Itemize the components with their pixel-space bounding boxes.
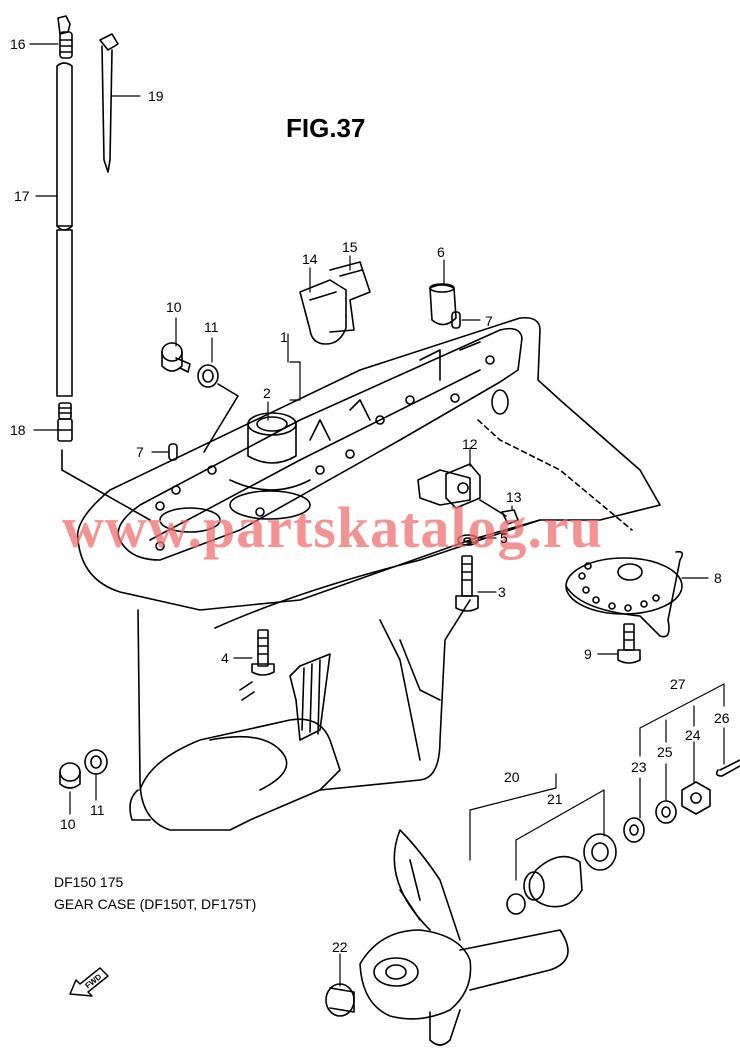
part-6-cap	[429, 283, 457, 326]
part-7-dowel-pin-upper	[451, 311, 461, 329]
callout-3: 3	[498, 584, 506, 600]
part-23-washer	[623, 817, 645, 843]
watermark: www.partskatalog.ru	[62, 495, 604, 560]
part-10-plug-lower	[59, 762, 81, 789]
leader-11	[203, 383, 239, 453]
part-11-washer-upper	[197, 364, 219, 388]
callout-16: 16	[10, 36, 26, 52]
caption-name: GEAR CASE (DF150T, DF175T)	[54, 896, 257, 912]
part-20-propeller	[359, 829, 569, 1046]
fwd-arrow-icon: FWD	[69, 967, 109, 997]
part-13-screw	[479, 499, 519, 525]
callout-10-upper: 10	[166, 299, 182, 315]
callout-15: 15	[342, 239, 358, 255]
part-16-tube-end	[57, 15, 73, 59]
callout-12: 12	[462, 436, 478, 452]
callout-7-left: 7	[136, 444, 144, 460]
callout-2: 2	[263, 385, 271, 401]
callout-20: 20	[504, 769, 520, 785]
figure-title: FIG.37	[286, 113, 366, 143]
callout-8: 8	[714, 570, 722, 586]
part-7-dowel-pin-left	[168, 443, 178, 461]
callout-19: 19	[148, 88, 164, 104]
callout-1: 1	[280, 329, 288, 345]
part-22-thrust-washer	[325, 983, 355, 1017]
part-4-bolt	[251, 629, 275, 676]
callout-11-lower: 11	[90, 802, 105, 818]
callout-25: 25	[657, 744, 673, 760]
callout-17: 17	[14, 188, 30, 204]
part-26-cotter-pin	[715, 759, 740, 777]
part-25-washer	[655, 800, 677, 824]
callout-10-lower: 10	[60, 816, 76, 832]
leader-lines	[29, 43, 725, 987]
part-14-plate	[299, 279, 347, 345]
callout-7-upper: 7	[485, 313, 493, 329]
part-11-washer-lower	[84, 749, 108, 775]
part-9-bolt	[617, 623, 641, 664]
callout-11-upper: 11	[204, 319, 219, 335]
part-3-bolt	[455, 555, 479, 612]
callout-23: 23	[631, 759, 647, 775]
part-8-trim-tab	[565, 550, 684, 638]
callout-18: 18	[10, 422, 26, 438]
gear-case-housing	[61, 316, 661, 831]
part-21-spacer	[506, 833, 617, 915]
part-17-water-tube	[56, 62, 73, 397]
callout-6: 6	[437, 244, 445, 260]
part-15-clip	[329, 261, 371, 333]
callout-24: 24	[685, 727, 701, 743]
callout-21: 21	[547, 791, 563, 807]
callout-9: 9	[584, 646, 592, 662]
deck-holes	[155, 341, 495, 551]
caption-model: DF150 175	[54, 874, 124, 890]
part-5-washer	[457, 534, 479, 546]
callout-22: 22	[332, 939, 348, 955]
part-10-plug-upper	[161, 342, 191, 373]
callout-5: 5	[500, 530, 508, 546]
callout-27: 27	[670, 676, 686, 692]
callout-26: 26	[714, 710, 730, 726]
part-24-nut	[681, 781, 711, 815]
callout-4: 4	[221, 650, 229, 666]
callout-13: 13	[506, 489, 522, 505]
callout-14: 14	[302, 251, 318, 267]
part-2-bearing	[159, 412, 311, 533]
part-19-cable-tie	[99, 33, 119, 173]
part-18-fitting	[57, 402, 73, 442]
